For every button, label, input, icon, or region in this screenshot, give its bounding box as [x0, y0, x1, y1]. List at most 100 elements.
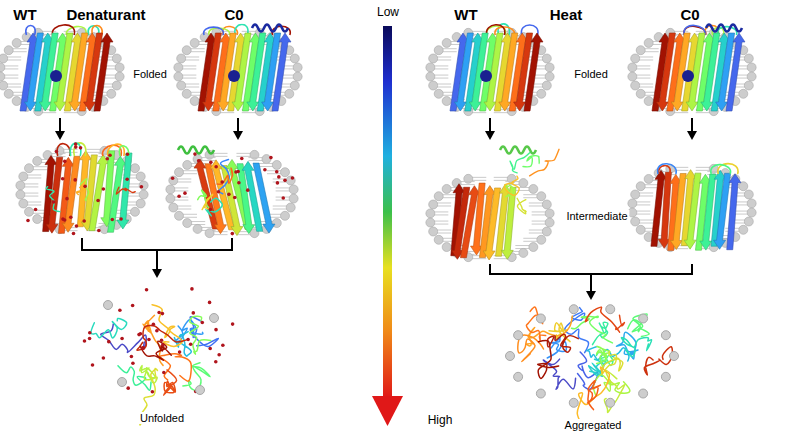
- denaturant-dot: [177, 195, 181, 199]
- denaturant-dot: [110, 218, 114, 222]
- lipid-head: [536, 389, 545, 398]
- lipid-head: [166, 194, 175, 203]
- coil-chain: [80, 179, 88, 201]
- denaturant-dot: [157, 311, 161, 315]
- lipid-head: [442, 97, 451, 106]
- denaturant-dot: [161, 343, 165, 347]
- lipid-head: [286, 176, 295, 185]
- denaturant-dot: [263, 168, 267, 172]
- denaturant-dot: [105, 157, 109, 161]
- denaturant-dot: [227, 193, 231, 197]
- step-arrow: [691, 118, 693, 132]
- illustration-layer: [0, 24, 756, 426]
- denaturant-dot: [120, 337, 124, 341]
- denaturant-dot: [26, 219, 30, 223]
- denaturant-dot: [231, 232, 235, 236]
- lipid-head: [183, 219, 192, 228]
- denaturant-dot: [52, 200, 56, 204]
- variant-label: C0: [678, 7, 701, 24]
- lipid-head: [16, 181, 25, 190]
- lipid-head: [519, 179, 528, 188]
- lipid-head: [442, 184, 451, 193]
- loop: [658, 164, 677, 174]
- beta-barrel: [198, 33, 291, 111]
- lipid-head: [169, 203, 178, 212]
- bracket-line: [82, 238, 232, 250]
- denaturant-dot: [137, 333, 141, 337]
- denaturant-dot: [152, 323, 156, 327]
- denaturant-dot: [140, 185, 144, 189]
- denaturant-dot: [291, 176, 295, 180]
- denaturant-dot: [178, 350, 182, 354]
- denaturant-dot: [190, 287, 194, 291]
- lipid-head: [536, 314, 545, 323]
- coil-chain: [597, 346, 611, 367]
- lipid-head: [744, 54, 753, 63]
- lipid-head: [12, 97, 21, 106]
- loop: [119, 146, 128, 156]
- denaturant-dot: [107, 340, 111, 344]
- lipid-head: [183, 160, 192, 169]
- denaturant-dot: [147, 338, 151, 342]
- state-label: Folded: [131, 68, 169, 80]
- variant-label: WT: [452, 7, 479, 24]
- lipid-head: [107, 89, 116, 98]
- lipid-head: [115, 63, 124, 72]
- denaturant-dot: [217, 190, 221, 194]
- lipid-head: [429, 81, 438, 90]
- lipid-head: [606, 398, 615, 407]
- lipid-head: [631, 217, 640, 226]
- denaturant-dot: [151, 390, 155, 394]
- denaturant-dot: [208, 347, 212, 351]
- lipid-head: [606, 305, 615, 314]
- lipid-head: [670, 352, 679, 361]
- arrow-head: [372, 396, 403, 426]
- lipid-head: [542, 227, 551, 236]
- denaturant-dot: [97, 229, 101, 233]
- lipid-head: [169, 176, 178, 185]
- lipid-head: [174, 72, 183, 81]
- lipid-head: [112, 81, 121, 90]
- denaturant-dot: [74, 145, 78, 149]
- lipid-head: [636, 46, 645, 55]
- lipid-head: [4, 89, 13, 98]
- lipid-head: [636, 89, 645, 98]
- lipid-head: [166, 185, 175, 194]
- denaturant-dot: [96, 199, 100, 203]
- arrow-head: [586, 291, 596, 300]
- lipid-head: [174, 211, 183, 220]
- lipid-disc: [426, 28, 554, 115]
- denaturant-dot: [130, 355, 134, 359]
- lipid-head: [537, 192, 546, 201]
- arrow-head: [55, 131, 65, 140]
- denaturant-dot: [277, 175, 281, 179]
- lipid-head: [628, 199, 637, 208]
- coil-chain: [577, 367, 609, 424]
- folded-protein: [0, 25, 124, 116]
- denaturant-dot: [108, 154, 112, 158]
- lipid-head: [545, 218, 554, 227]
- lipid-head: [286, 203, 295, 212]
- loop: [26, 25, 36, 35]
- lipid-head: [136, 172, 145, 181]
- lipid-head: [293, 63, 302, 72]
- core-coil: [228, 70, 240, 82]
- coil-chain: [621, 338, 651, 357]
- denaturant-dot: [75, 224, 79, 228]
- lipid-head: [0, 54, 8, 63]
- lipid-head: [177, 81, 186, 90]
- arrow-head: [687, 131, 697, 140]
- lipid-head: [210, 314, 219, 323]
- coil-chain: [530, 149, 559, 175]
- coil-chain: [140, 341, 171, 360]
- coil-chain: [543, 359, 575, 389]
- denaturant-dot: [161, 312, 165, 316]
- intermediate-protein: [166, 147, 298, 238]
- beta-strand: [727, 174, 741, 250]
- denaturant-dot: [160, 338, 164, 342]
- denaturant-dot: [283, 179, 287, 183]
- lipid-head: [426, 209, 435, 218]
- lipid-head: [569, 305, 578, 314]
- denaturant-dot: [69, 216, 73, 220]
